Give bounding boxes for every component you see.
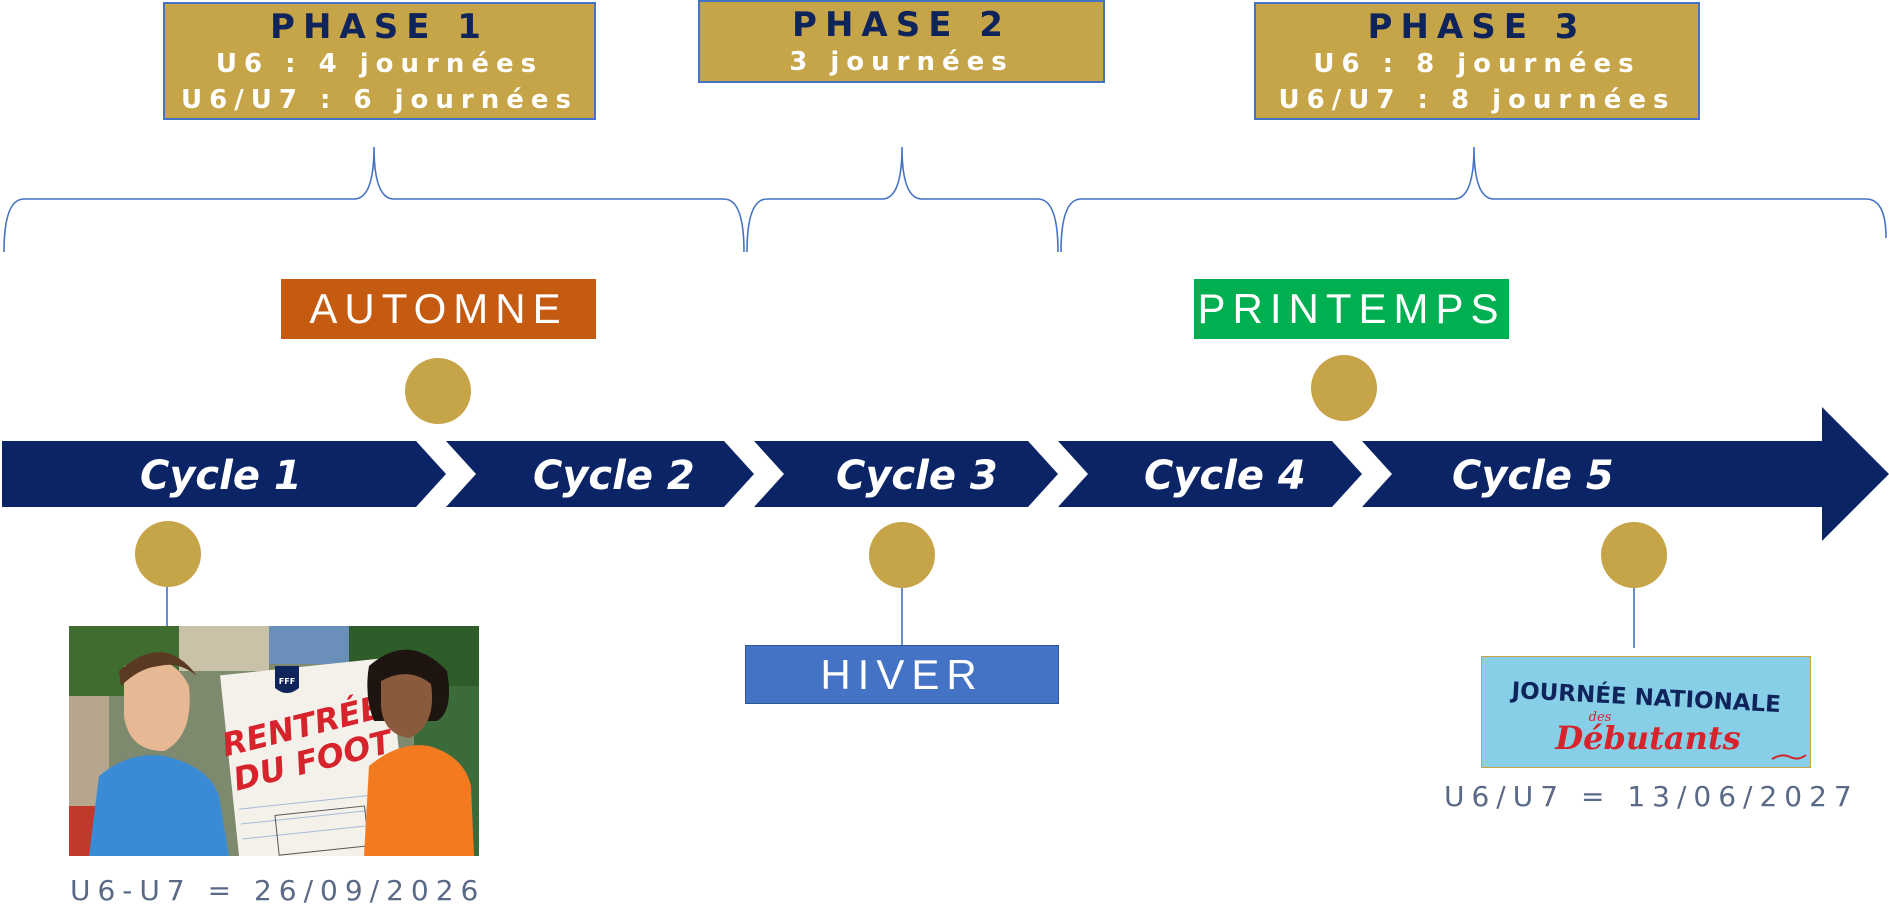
phase-1-box: PHASE 1 U6 : 4 journées U6/U7 : 6 journé… bbox=[163, 2, 596, 120]
phase-2-box: PHASE 2 3 journées bbox=[698, 0, 1105, 83]
hiver-dot bbox=[869, 522, 935, 588]
rentree-du-foot-image: FFF RENTRÉE DU FOOT bbox=[69, 626, 479, 856]
fff-logo-text: FFF bbox=[279, 677, 295, 686]
boy-face bbox=[124, 659, 190, 751]
boy-shirt bbox=[89, 755, 229, 856]
poster-paper bbox=[220, 657, 410, 856]
rentree-date-caption: U6-U7 = 26/09/2026 bbox=[70, 874, 486, 907]
chevron-3 bbox=[1028, 441, 1088, 507]
journee-banner-art: JOURNÉE NATIONALE des Débutants bbox=[1482, 657, 1810, 767]
phase-2-title: PHASE 2 bbox=[792, 5, 1011, 45]
phase-3-line-1: U6 : 8 journées bbox=[1313, 49, 1641, 79]
phase-3-bracket bbox=[1060, 146, 1887, 253]
cycle-3-label: Cycle 3 bbox=[836, 453, 998, 499]
phase-2-bracket bbox=[746, 146, 1059, 253]
season-winter: HIVER bbox=[745, 645, 1059, 704]
rentree-poster-art: FFF RENTRÉE DU FOOT bbox=[69, 626, 479, 856]
girl-face bbox=[381, 674, 433, 738]
fff-logo-shield bbox=[275, 666, 299, 693]
girl-shirt bbox=[364, 745, 474, 856]
season-autumn: AUTOMNE bbox=[281, 279, 596, 339]
cycle-1-label: Cycle 1 bbox=[140, 453, 302, 499]
chevron-4 bbox=[1332, 441, 1392, 507]
phase-1-title: PHASE 1 bbox=[270, 7, 489, 47]
journee-debutants-text: Débutants bbox=[1554, 719, 1740, 757]
season-spring: PRINTEMPS bbox=[1194, 279, 1509, 339]
rentree-dot bbox=[135, 521, 201, 587]
phase-brackets bbox=[3, 146, 1887, 253]
phase-2-line-1: 3 journées bbox=[789, 47, 1014, 77]
phase-3-title: PHASE 3 bbox=[1367, 7, 1587, 47]
journee-dot bbox=[1601, 522, 1667, 588]
phase-3-line-2: U6/U7 : 8 journées bbox=[1278, 85, 1676, 115]
boy-hair bbox=[119, 652, 197, 686]
journee-des-text: des bbox=[1589, 710, 1612, 725]
cycle-chevrons bbox=[416, 441, 1392, 507]
cycle-4-label: Cycle 4 bbox=[1144, 453, 1306, 499]
journee-date-caption: U6/U7 = 13/06/2027 bbox=[1444, 780, 1859, 813]
banner-squiggle bbox=[1771, 754, 1807, 760]
timeline-arrow bbox=[2, 407, 1889, 541]
event-connectors bbox=[166, 586, 1635, 648]
autumn-dot bbox=[405, 358, 471, 424]
phase-1-bracket bbox=[3, 146, 745, 253]
journee-nationale-image: JOURNÉE NATIONALE des Débutants bbox=[1481, 656, 1811, 768]
chevron-2 bbox=[724, 441, 784, 507]
phase-1-line-2: U6/U7 : 6 journées bbox=[181, 85, 578, 115]
phase-1-line-1: U6 : 4 journées bbox=[215, 49, 544, 79]
cycle-5-label: Cycle 5 bbox=[1452, 453, 1614, 499]
cycle-2-label: Cycle 2 bbox=[533, 453, 695, 499]
chevron-1 bbox=[416, 441, 476, 507]
phase-3-box: PHASE 3 U6 : 8 journées U6/U7 : 8 journé… bbox=[1254, 2, 1700, 120]
spring-dot bbox=[1311, 355, 1377, 421]
